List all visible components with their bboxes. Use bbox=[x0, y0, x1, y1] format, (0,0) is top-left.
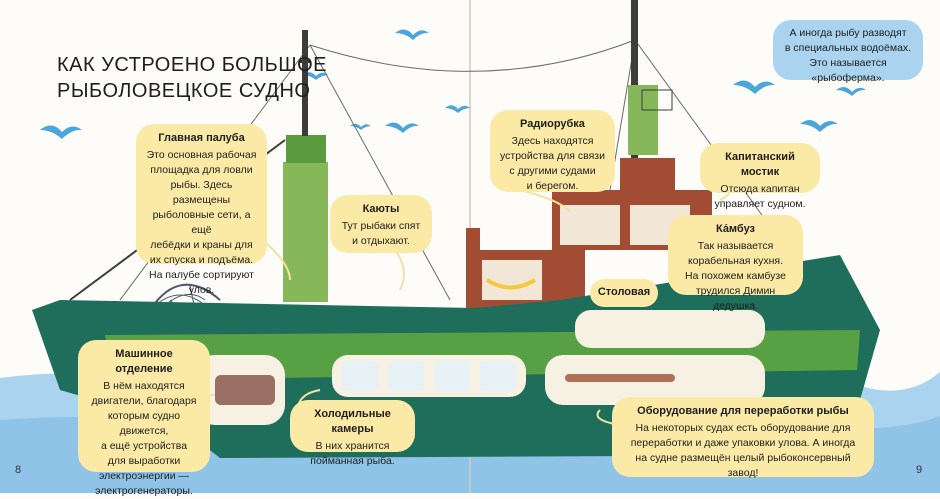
callout-text: На некоторых судах есть оборудование для… bbox=[630, 422, 856, 479]
callout-main-deck: Главная палуба Это основная рабочая площ… bbox=[136, 124, 267, 296]
seagulls bbox=[40, 29, 866, 139]
callout-bridge: Капитанский мостик Отсюда капитан управл… bbox=[700, 143, 820, 210]
callout-text: Отсюда капитан управляет судном. bbox=[714, 183, 806, 210]
callout-text: Это основная рабочая площадка для ловли … bbox=[146, 149, 257, 296]
callout-cabins: Каюты Тут рыбаки спят и отдыхают. bbox=[330, 195, 432, 253]
mast-tower bbox=[283, 30, 328, 302]
callout-heading: Машинное отделение bbox=[115, 348, 173, 375]
right-mast bbox=[628, 0, 673, 160]
page-title: КАК УСТРОЕНО БОЛЬШОЕ РЫБОЛОВЕЦКОЕ СУДНО bbox=[57, 54, 327, 102]
callout-heading: Каюты bbox=[362, 203, 400, 215]
callout-heading: Оборудование для переработки рыбы bbox=[637, 405, 849, 417]
fish-farm-note: А иногда рыбу разводят в специальных вод… bbox=[773, 20, 923, 84]
callout-processing: Оборудование для переработки рыбы На нек… bbox=[612, 397, 874, 479]
callout-heading: Холодильные камеры bbox=[314, 408, 391, 435]
callout-freezers: Холодильные камеры В них хранится пойман… bbox=[290, 400, 415, 467]
callout-text: Тут рыбаки спят и отдыхают. bbox=[341, 220, 421, 247]
callout-text: Так называется корабельная кухня. На пох… bbox=[685, 240, 786, 312]
callout-radio-room: Радиорубка Здесь находятся устройства дл… bbox=[490, 110, 615, 192]
callout-heading: Главная палуба bbox=[158, 132, 245, 144]
page-number-left: 8 bbox=[15, 464, 22, 476]
callout-heading: Столовая bbox=[597, 286, 651, 298]
callout-text: В нём находятся двигатели, благодаря кот… bbox=[91, 380, 197, 497]
interior bbox=[195, 310, 765, 425]
callout-mess: Столовая bbox=[590, 279, 658, 307]
page-number-right: 9 bbox=[916, 464, 923, 476]
callout-engine-room: Машинное отделение В нём находятся двига… bbox=[78, 340, 210, 497]
callout-heading: Ка́мбуз bbox=[715, 223, 756, 235]
callout-heading: Радиорубка bbox=[520, 118, 585, 130]
callout-heading: Капитанский мостик bbox=[725, 151, 795, 178]
callout-text: Здесь находятся устройства для связи с д… bbox=[500, 135, 605, 192]
callout-galley: Ка́мбуз Так называется корабельная кухня… bbox=[668, 215, 803, 312]
callout-text: В них хранится пойманная рыба. bbox=[310, 440, 395, 467]
